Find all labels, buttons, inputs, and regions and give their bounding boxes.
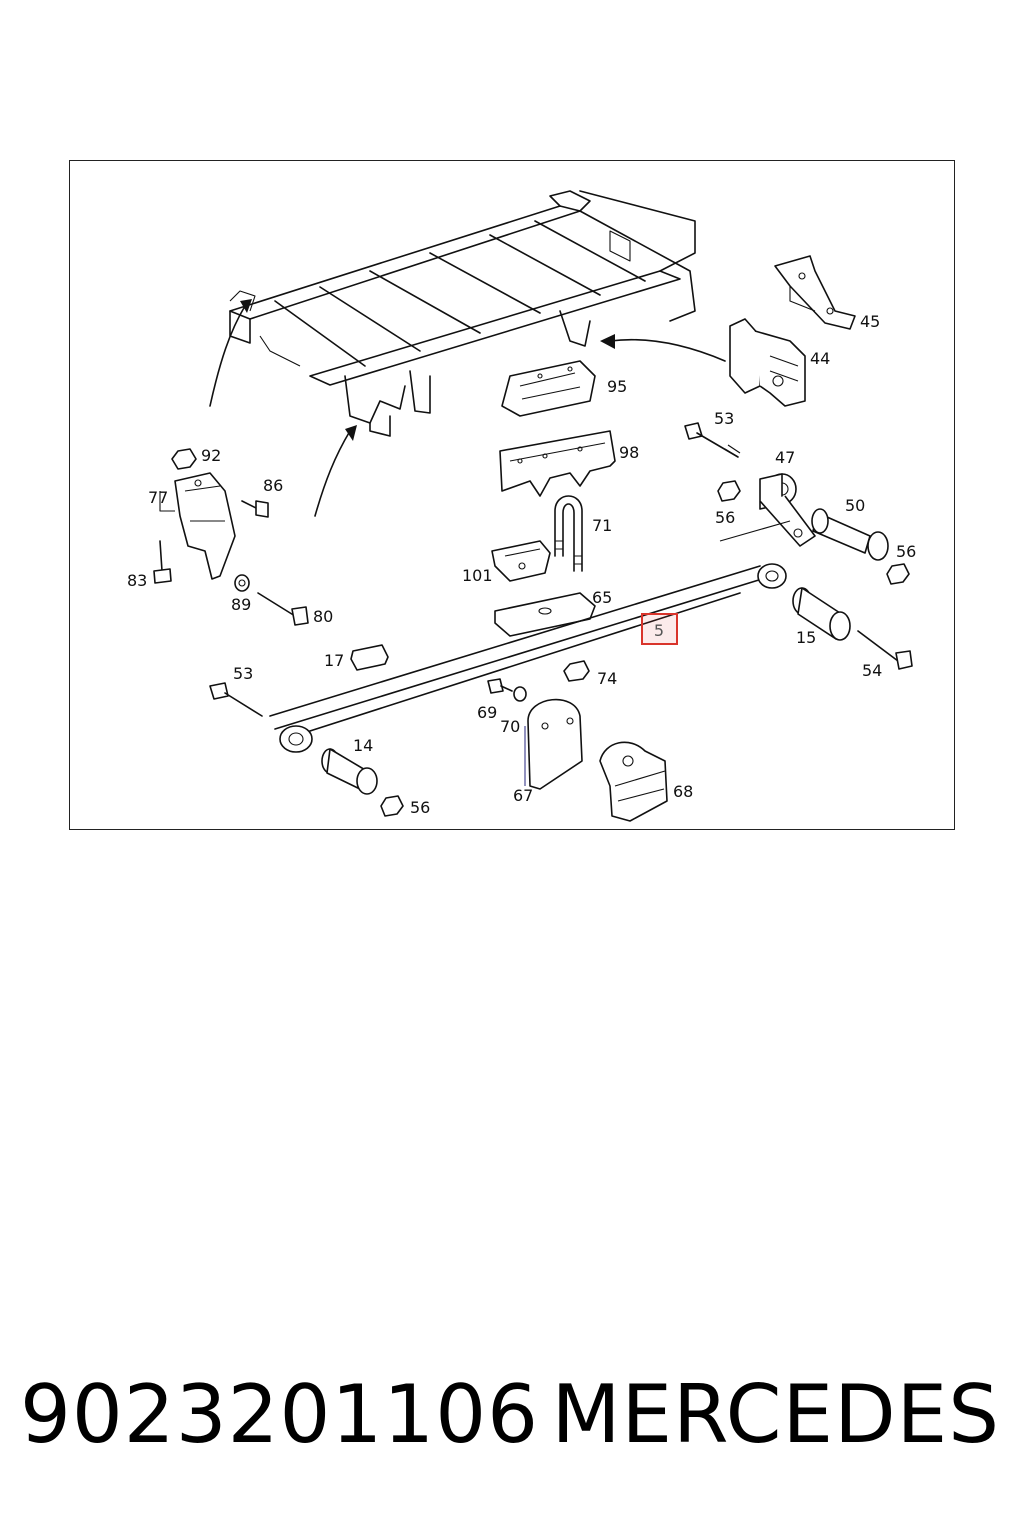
callout-101: 101	[462, 566, 493, 585]
callout-50: 50	[845, 496, 865, 515]
part-15-bushing	[792, 587, 851, 641]
callout-83: 83	[127, 571, 147, 590]
callout-80: 80	[313, 607, 333, 626]
callout-56-bottom: 56	[410, 798, 430, 817]
brand-name: MERCEDES	[551, 1368, 1000, 1461]
rear-suspension-exploded-diagram: 5	[127, 190, 916, 822]
part-98-bracket-plate	[499, 430, 616, 497]
part-17-bump-stop	[350, 644, 389, 671]
callout-92: 92	[201, 446, 221, 465]
callout-53-bottom: 53	[233, 664, 253, 683]
assembly-arrows	[209, 299, 726, 517]
callout-95: 95	[607, 377, 627, 396]
callout-53-top: 53	[714, 409, 734, 428]
callout-67: 67	[513, 786, 533, 805]
callout-86: 86	[263, 476, 283, 495]
parts-diagram-frame: 5	[69, 160, 955, 830]
part-68-mount	[599, 741, 668, 822]
part-5-leaf-spring	[269, 563, 787, 753]
part-67-cover	[524, 698, 583, 790]
callout-47: 47	[775, 448, 795, 467]
callout-56-right: 56	[896, 542, 916, 561]
callout-98: 98	[619, 443, 639, 462]
highlight-box-part-5[interactable]	[641, 613, 678, 645]
callout-14: 14	[353, 736, 373, 755]
callout-5-highlighted[interactable]: 5	[654, 621, 664, 640]
callout-68: 68	[673, 782, 693, 801]
part-95-plate	[501, 360, 596, 417]
callout-70: 70	[500, 717, 520, 736]
callout-69: 69	[477, 703, 497, 722]
part-71-u-bolt	[554, 495, 583, 572]
part-45-bracket	[774, 255, 856, 330]
callout-45: 45	[860, 312, 880, 331]
callout-56-left: 56	[715, 508, 735, 527]
callout-71: 71	[592, 516, 612, 535]
callout-89: 89	[231, 595, 251, 614]
callout-17: 17	[324, 651, 344, 670]
part-77-front-hanger	[159, 472, 236, 580]
footer: 9023201106 MERCEDES	[0, 1360, 1024, 1470]
callout-labels: 45 44 95 98 53 47 50 56 92 86 77 71 83 1…	[127, 312, 916, 817]
part-50-bushing	[811, 508, 889, 561]
callout-65: 65	[592, 588, 612, 607]
part-47-shackle	[719, 473, 816, 547]
bolts	[153, 422, 913, 717]
part-101-spacer	[491, 540, 551, 582]
nuts-washers	[171, 448, 910, 817]
part-65-spring-pad	[494, 592, 596, 637]
part-14-bushing	[321, 748, 378, 795]
callout-54: 54	[862, 661, 882, 680]
callout-77: 77	[148, 488, 168, 507]
callout-74: 74	[597, 669, 617, 688]
chassis-frame	[229, 190, 696, 437]
callout-15: 15	[796, 628, 816, 647]
part-number: 9023201106	[20, 1368, 539, 1461]
part-44-hanger	[729, 318, 806, 407]
callout-44: 44	[810, 349, 830, 368]
